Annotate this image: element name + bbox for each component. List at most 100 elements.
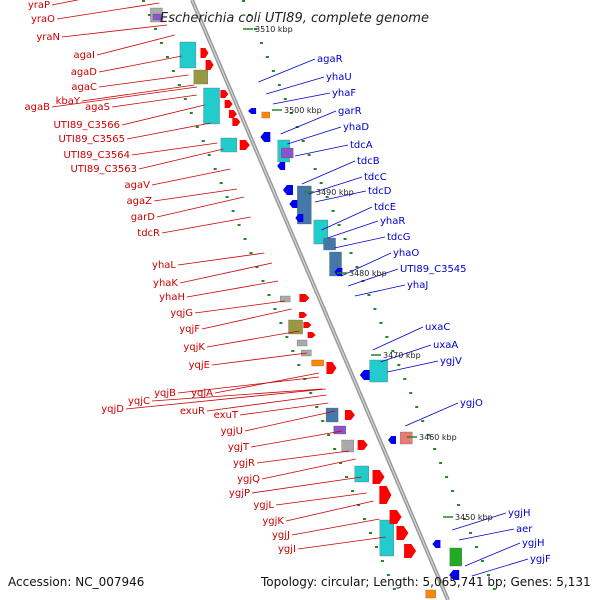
gene-label-right[interactable]: agaR (317, 54, 343, 65)
gene-label-left[interactable]: ygjQ (237, 474, 260, 485)
feature-glyph[interactable] (357, 440, 368, 450)
gene-label-right[interactable]: ygjH (522, 538, 545, 549)
gene-label-left[interactable]: UTI89_C3564 (63, 150, 130, 161)
feature-glyph[interactable] (334, 268, 343, 276)
feature-glyph[interactable] (389, 510, 402, 524)
gene-label-left[interactable]: exuR (180, 406, 205, 417)
feature-glyph[interactable] (369, 359, 388, 383)
gene-label-right[interactable]: aer (516, 524, 533, 535)
gene-label-left[interactable]: yqjB (154, 388, 176, 399)
feature-glyph[interactable] (200, 48, 209, 58)
feature-glyph[interactable] (333, 425, 346, 435)
feature-glyph[interactable] (299, 294, 310, 302)
gene-label-left[interactable]: garD (131, 212, 156, 223)
feature-glyph[interactable] (220, 137, 238, 153)
gene-label-left[interactable]: yqjA (191, 388, 213, 399)
feature-glyph[interactable] (193, 69, 209, 85)
gene-label-left[interactable]: agaI (73, 50, 95, 61)
gene-label-right[interactable]: ygjH (508, 508, 531, 519)
gene-label-right[interactable]: yhaJ (407, 280, 428, 291)
gene-label-right[interactable]: uxaA (433, 340, 458, 351)
gene-label-left[interactable]: ygjL (253, 500, 274, 511)
gene-label-right[interactable]: garR (338, 106, 362, 117)
gene-label-left[interactable]: exuT (214, 410, 239, 421)
feature-glyph[interactable] (372, 470, 385, 484)
gene-label-left[interactable]: yqjF (179, 324, 200, 335)
feature-glyph[interactable] (344, 410, 355, 420)
feature-glyph[interactable] (295, 214, 304, 222)
gene-label-right[interactable]: UTI89_C3545 (400, 264, 467, 275)
gene-label-left[interactable]: tdcR (137, 228, 160, 239)
feature-glyph[interactable] (449, 547, 462, 567)
feature-glyph[interactable] (289, 200, 298, 208)
gene-label-left[interactable]: yqjG (170, 308, 193, 319)
feature-glyph[interactable] (354, 465, 369, 483)
gene-label-right[interactable]: tdcB (357, 156, 380, 167)
gene-label-right[interactable]: tdcG (387, 232, 411, 243)
gene-label-left[interactable]: yqjC (128, 396, 150, 407)
gene-label-left[interactable]: agaC (71, 82, 97, 93)
feature-glyph[interactable] (404, 544, 417, 558)
feature-glyph[interactable] (280, 147, 294, 159)
gene-label-left[interactable]: ygjP (229, 488, 250, 499)
gene-label-left[interactable]: agaD (71, 67, 98, 78)
gene-label-left[interactable]: ygjU (221, 426, 243, 437)
gene-label-left[interactable]: yraP (28, 0, 50, 11)
feature-glyph[interactable] (449, 570, 460, 580)
gene-label-left[interactable]: ygjR (233, 458, 255, 469)
gene-label-left[interactable]: yqjD (101, 404, 124, 415)
feature-glyph[interactable] (341, 439, 354, 453)
feature-glyph[interactable] (326, 362, 337, 374)
feature-glyph[interactable] (425, 589, 436, 599)
gene-label-left[interactable]: agaB (25, 102, 51, 113)
feature-glyph[interactable] (311, 359, 324, 367)
feature-glyph[interactable] (288, 319, 303, 335)
gene-label-right[interactable]: ygjV (440, 356, 462, 367)
gene-label-left[interactable]: yhaL (152, 260, 176, 271)
feature-glyph[interactable] (400, 431, 413, 445)
feature-glyph[interactable] (303, 322, 312, 328)
gene-label-right[interactable]: tdcC (364, 172, 387, 183)
feature-glyph[interactable] (432, 540, 441, 548)
gene-label-right[interactable]: yhaR (380, 216, 405, 227)
feature-glyph[interactable] (228, 110, 237, 118)
feature-glyph[interactable] (260, 132, 271, 142)
gene-label-left[interactable]: yhaH (159, 292, 185, 303)
feature-glyph[interactable] (280, 295, 291, 303)
gene-label-right[interactable]: tdcA (350, 140, 373, 151)
feature-glyph[interactable] (239, 140, 250, 150)
gene-label-left[interactable]: ygjT (228, 442, 250, 453)
feature-glyph[interactable] (277, 162, 286, 170)
gene-label-right[interactable]: yhaU (326, 72, 352, 83)
gene-label-right[interactable]: yhaF (332, 88, 356, 99)
gene-label-left[interactable]: ygjJ (272, 530, 290, 541)
gene-label-left[interactable]: yqjE (189, 360, 210, 371)
feature-glyph[interactable] (261, 111, 270, 119)
feature-glyph[interactable] (388, 436, 397, 444)
feature-glyph[interactable] (224, 100, 233, 108)
feature-glyph[interactable] (359, 370, 370, 380)
feature-glyph[interactable] (379, 486, 392, 504)
gene-label-right[interactable]: ygjF (530, 554, 551, 565)
feature-glyph[interactable] (282, 185, 293, 195)
gene-label-left[interactable]: yhaK (153, 278, 178, 289)
gene-label-left[interactable]: agaS (85, 102, 110, 113)
gene-label-left[interactable]: yqjK (183, 342, 205, 353)
feature-glyph[interactable] (152, 13, 164, 21)
feature-glyph[interactable] (396, 526, 409, 540)
gene-label-left[interactable]: ygjI (278, 544, 296, 555)
feature-glyph[interactable] (296, 339, 308, 347)
feature-glyph[interactable] (307, 332, 316, 338)
gene-label-left[interactable]: UTI89_C3563 (70, 164, 137, 175)
feature-glyph[interactable] (248, 108, 257, 114)
gene-label-left[interactable]: kbaY (56, 96, 81, 107)
feature-glyph[interactable] (379, 519, 395, 557)
gene-label-left[interactable]: UTI89_C3566 (53, 120, 120, 131)
gene-label-left[interactable]: yraN (36, 32, 60, 43)
gene-label-left[interactable]: agaZ (127, 196, 153, 207)
gene-label-right[interactable]: tdcE (374, 202, 396, 213)
feature-glyph[interactable] (323, 237, 336, 251)
feature-glyph[interactable] (220, 90, 229, 98)
feature-glyph[interactable] (325, 407, 339, 423)
gene-label-right[interactable]: yhaO (393, 248, 419, 259)
